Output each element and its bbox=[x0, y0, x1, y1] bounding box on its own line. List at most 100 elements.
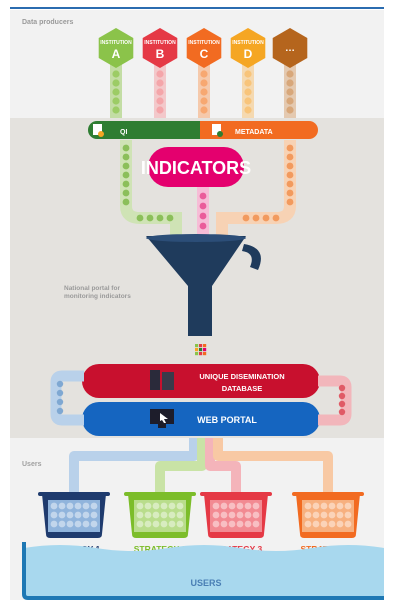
pot-dot bbox=[168, 511, 176, 519]
producers-panel bbox=[10, 10, 384, 118]
right-feed-dot bbox=[286, 153, 294, 161]
producer-dot bbox=[156, 106, 164, 114]
pot-dot bbox=[236, 511, 244, 519]
left-feed-dot bbox=[122, 153, 130, 161]
pot-dot bbox=[244, 511, 252, 519]
indicators-pill bbox=[148, 147, 244, 187]
institution-hexagon bbox=[272, 28, 308, 68]
producer-dot bbox=[200, 70, 208, 78]
pot-dot bbox=[82, 502, 90, 510]
output-square bbox=[199, 344, 203, 348]
producer-dot bbox=[156, 79, 164, 87]
producer-dot bbox=[112, 97, 120, 105]
quality-metadata-bar: QI METADATA bbox=[88, 121, 318, 139]
pot-dot bbox=[152, 502, 160, 510]
institution-letter: D bbox=[244, 47, 253, 61]
pot-dot bbox=[228, 511, 236, 519]
metadata-segment bbox=[200, 121, 318, 139]
pot-dot bbox=[144, 520, 152, 528]
funnel-handle bbox=[242, 244, 261, 270]
right-loop bbox=[318, 375, 352, 426]
pot-dot bbox=[160, 502, 168, 510]
pot-dot bbox=[66, 520, 74, 528]
producer-dot bbox=[156, 70, 164, 78]
database-label-line2: DATABASE bbox=[222, 384, 263, 393]
right-feed-dot bbox=[286, 162, 294, 170]
output-square bbox=[203, 352, 207, 356]
user-pipe bbox=[205, 438, 241, 494]
pot-dot bbox=[228, 502, 236, 510]
metadata-label: METADATA bbox=[235, 129, 273, 136]
pot-dot bbox=[160, 511, 168, 519]
producer-pipes bbox=[110, 60, 296, 118]
center-feed-dot bbox=[199, 222, 207, 230]
strategy-label: STRATEGY 2 bbox=[134, 544, 187, 554]
users-pool-edge bbox=[22, 542, 384, 600]
pot-dot bbox=[328, 502, 336, 510]
output-square bbox=[199, 352, 203, 356]
portal-label-line1: National portal for bbox=[64, 285, 120, 292]
right-feed-dot bbox=[286, 144, 294, 152]
pot-dot bbox=[304, 511, 312, 519]
database-label-line1: UNIQUE DISEMINATION bbox=[199, 372, 284, 381]
pot-dot bbox=[50, 502, 58, 510]
indicators-label: INDICATORS bbox=[141, 158, 251, 178]
user-distribution-pipes bbox=[69, 438, 333, 494]
producer-dot bbox=[200, 106, 208, 114]
pot-dot bbox=[320, 502, 328, 510]
pot-dot bbox=[50, 520, 58, 528]
producers-section-label: Data producers bbox=[22, 19, 73, 26]
institution-letter: C bbox=[200, 47, 209, 61]
left-feed-dot bbox=[122, 180, 130, 188]
pot-dot bbox=[252, 520, 260, 528]
producer-dot bbox=[286, 106, 294, 114]
pot-dot bbox=[74, 511, 82, 519]
pot-dot bbox=[168, 520, 176, 528]
institution-letter: A bbox=[112, 47, 121, 61]
users-label: USERS bbox=[190, 578, 221, 588]
left-feed-dot bbox=[122, 162, 130, 170]
pot-dot bbox=[58, 511, 66, 519]
pot-dot bbox=[212, 511, 220, 519]
pot-dot bbox=[90, 520, 98, 528]
user-pipe bbox=[69, 438, 199, 494]
pot-dot bbox=[236, 520, 244, 528]
pot-rim bbox=[38, 492, 110, 496]
pot-dot bbox=[328, 520, 336, 528]
dissemination-database-bar bbox=[82, 364, 320, 398]
pot-dot bbox=[176, 511, 184, 519]
pot-dot bbox=[328, 511, 336, 519]
funnel bbox=[146, 234, 261, 336]
pot-contents bbox=[210, 500, 262, 532]
pot-dot bbox=[312, 520, 320, 528]
pot-dot bbox=[66, 511, 74, 519]
pot-dot bbox=[152, 511, 160, 519]
producer-dot bbox=[112, 70, 120, 78]
left-feed-dot bbox=[122, 144, 130, 152]
producer-dot bbox=[286, 88, 294, 96]
pot-dot bbox=[220, 520, 228, 528]
left-feed-dot bbox=[122, 171, 130, 179]
producer-dot bbox=[244, 70, 252, 78]
strategy-pot: STRATEGY 1 bbox=[38, 492, 110, 554]
qi-segment bbox=[88, 121, 212, 139]
pot-contents bbox=[48, 500, 100, 532]
right-loop-dot bbox=[338, 400, 346, 408]
pot-dot bbox=[58, 520, 66, 528]
producer-dot bbox=[112, 79, 120, 87]
center-feed-dot bbox=[199, 212, 207, 220]
qi-document-icon bbox=[93, 124, 102, 135]
left-feed-dot bbox=[122, 198, 130, 206]
metadata-document-icon bbox=[212, 124, 221, 135]
pot-dot bbox=[176, 520, 184, 528]
pot-dot bbox=[66, 502, 74, 510]
pot-dot bbox=[82, 520, 90, 528]
pot-dot bbox=[144, 502, 152, 510]
users-pool: USERS bbox=[22, 542, 384, 600]
pot-dot bbox=[220, 502, 228, 510]
pot-dot bbox=[90, 502, 98, 510]
portal-label-line2: monitoring indicators bbox=[64, 293, 131, 300]
right-loop-dot bbox=[338, 384, 346, 392]
